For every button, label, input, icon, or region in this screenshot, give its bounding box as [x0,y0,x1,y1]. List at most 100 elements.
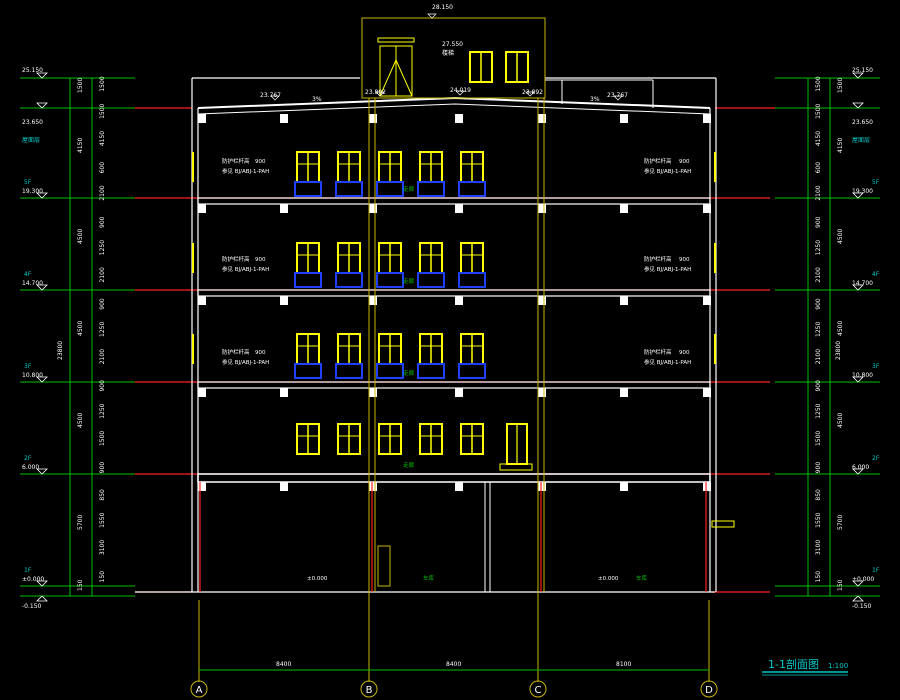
beam [703,204,711,213]
dimension-text: 4150 [77,138,84,153]
axis-bubbles: A B C D [190,680,718,698]
window [458,333,486,379]
beam [703,114,711,123]
window [458,242,486,288]
beam [280,114,288,123]
dimension-text: 4500 [837,229,844,244]
window [294,151,322,197]
dimension-text: 2100 [99,267,106,282]
total-dimension: 23800 23800 [57,341,842,360]
stair-window [469,51,493,83]
level-right-3f-name: 3F [872,363,880,370]
dimension-text: 1500 [99,431,106,446]
level-left-3f: 10.800 [22,372,43,379]
axis-bubble-c: C [529,680,547,698]
level-triangles [36,72,864,602]
right-inner-dimensions: 1500150041506002100900125021009001250210… [815,76,844,591]
stair-tower [361,17,654,108]
axis-label: A [196,685,203,696]
level-right-5f: 19.300 [852,188,873,195]
axis-label: D [705,685,713,696]
roof-right-elevation: 23.767 [607,92,628,99]
drawing-title-block: 1-1剖面图 1:100 [762,657,848,676]
level-left-4f-name: 4F [24,271,32,278]
floor-zero-right: ±0.000 [598,576,619,582]
dimension-text: 4150 [815,131,822,146]
beam [538,114,546,123]
beam [620,296,628,305]
roof-mid-left-elevation: 23.892 [365,89,386,96]
beam [538,296,546,305]
level-right-roof-top: 25.150 [852,67,873,74]
axis-label: B [366,685,373,696]
axis-bubble-d: D [700,680,718,698]
level-right-2f-name: 2F [872,455,880,462]
beam [455,296,463,305]
window [294,333,322,379]
dimension-text: 2100 [99,185,106,200]
level-right-4f: 14.700 [852,280,873,287]
left-dimension-chains [20,77,135,597]
beam [198,114,206,123]
drawing-title: 1-1剖面图 [768,657,819,671]
dimension-text: 4150 [837,138,844,153]
level-right-2f: 6.000 [852,464,869,471]
dimension-text: 3100 [99,540,106,555]
roof-annotations: 28.150 27.550 楼梯 23.767 3% 23.892 24.019… [260,4,628,103]
beam [280,204,288,213]
stair-window [505,51,529,83]
dimension-text: 1250 [815,240,822,255]
corridor-label-2f: 走廊 [403,461,415,469]
window [378,423,402,455]
railing-right-3f-height: 900 [679,350,690,356]
dimension-text: 4500 [77,413,84,428]
corridor-label-5f: 走廊 [403,185,415,193]
dimension-text: 900 [99,380,106,392]
total-height-right: 23800 [835,341,842,360]
drawing-scale: 1:100 [828,662,848,670]
beam [369,482,377,491]
level-left-1f: ±0.000 [22,576,44,583]
dimension-text: 1250 [815,403,822,418]
level-left-5f-name: 5F [24,179,32,186]
axis-bubble-a: A [190,680,208,698]
window [294,242,322,288]
corridor-label-4f: 走廊 [403,277,415,285]
railing-right-3f-ref: 参见 BJ/ABJ-1-PAH [644,358,691,366]
span-c-d: 8100 [616,661,631,668]
dimension-text: 1500 [837,78,844,93]
dimension-text: 1250 [99,322,106,337]
railing-right-3f: 防护栏杆高 [644,348,672,356]
window [376,151,404,197]
beam [198,482,206,491]
floor-annotations: 防护栏杆高 900 参见 BJ/ABJ-1-PAH 防护栏杆高 900 参见 B… [222,157,691,582]
level-right-roof: 23.650 [852,119,873,126]
railing-left-3f-ref: 参见 BJ/ABJ-1-PAH [222,358,269,366]
left-level-marks: 25.150 屋面层 23.650 5F 19.300 4F 14.700 3F… [22,67,44,610]
dimension-text: 900 [99,216,106,228]
total-height-left: 23800 [57,341,64,360]
dimension-text: 900 [815,380,822,392]
beam [703,388,711,397]
window [335,242,363,288]
beam [620,204,628,213]
dimension-text: 150 [837,579,844,591]
railing-right-4f: 防护栏杆高 [644,255,672,263]
window [460,423,484,455]
beam [538,482,546,491]
ground-columns [199,482,707,592]
dimension-text: 2100 [99,349,106,364]
dimension-text: 5700 [77,515,84,530]
window [376,333,404,379]
beam [620,388,628,397]
ground-partitions [377,482,735,592]
span-a-b: 8400 [276,661,291,668]
dimension-text: 1250 [815,322,822,337]
beam [198,296,206,305]
room-label-right: 车库 [636,574,648,582]
dimension-text: 2100 [815,185,822,200]
dimension-text: 1550 [99,512,106,527]
dimension-text: 1500 [815,431,822,446]
beam [280,296,288,305]
